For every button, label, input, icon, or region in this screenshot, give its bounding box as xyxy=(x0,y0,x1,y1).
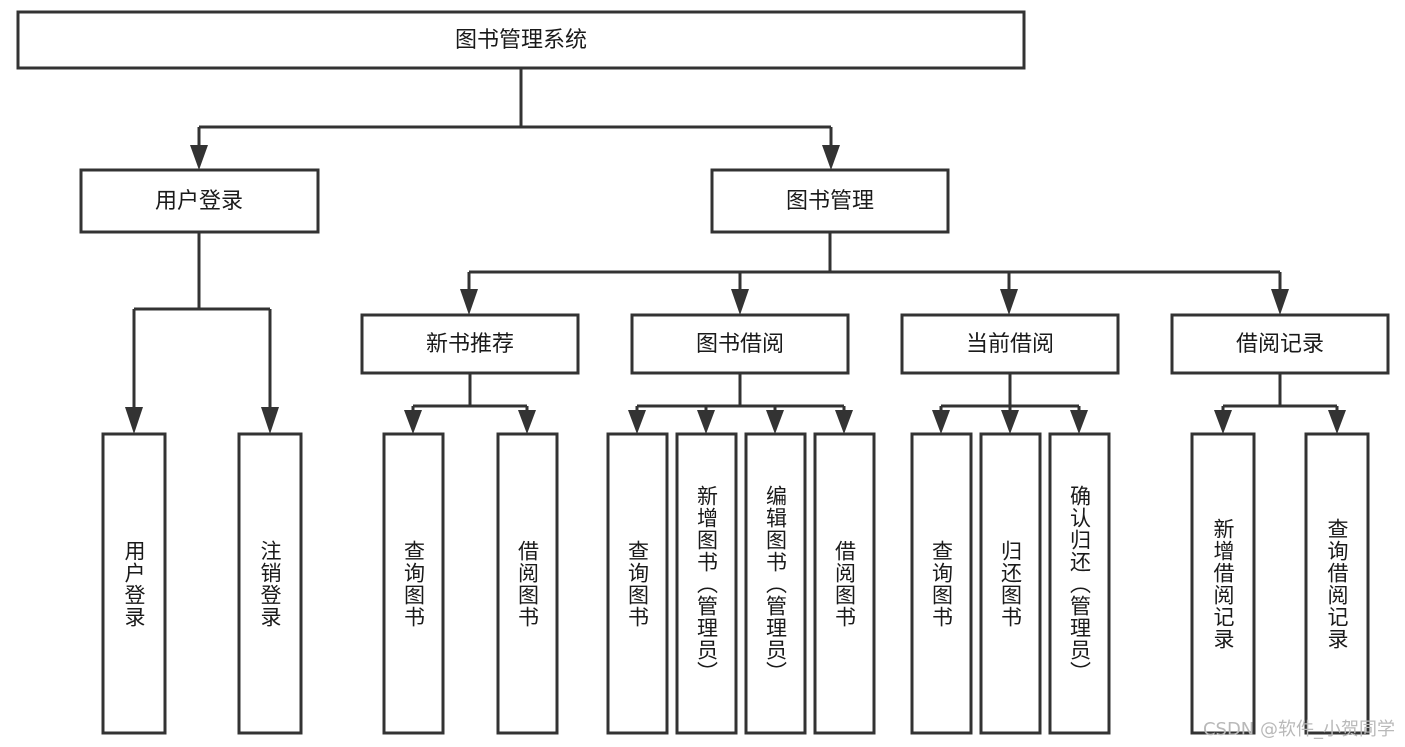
leaf-box-book-borrow-2[interactable] xyxy=(744,432,807,735)
connector-borrow-record-to-leaves xyxy=(1214,373,1346,434)
arrow-head-icon xyxy=(1214,410,1232,434)
watermark-text: CSDN @软件_小贺同学 xyxy=(1202,719,1395,740)
arrow-head-icon xyxy=(628,410,646,434)
arrow-head-icon xyxy=(1271,289,1289,315)
leaf-box-user-login-1[interactable] xyxy=(237,432,303,735)
leaf-box-book-borrow-1[interactable] xyxy=(675,432,738,735)
arrow-head-icon xyxy=(932,410,950,434)
node-root-box xyxy=(16,10,1026,70)
node-user-login[interactable]: 用户登录 xyxy=(79,168,320,234)
node-new-book-recommend-label: 新书推荐 xyxy=(426,332,514,357)
leaf-box-new-book-0[interactable] xyxy=(382,432,445,735)
leaf-box-book-borrow-3[interactable] xyxy=(813,432,876,735)
leaf-box-borrow-record-0[interactable] xyxy=(1190,432,1256,735)
connector-book-borrow-to-leaves xyxy=(628,373,853,434)
connector-root-to-level2 xyxy=(190,68,840,170)
node-borrow-record[interactable]: 借阅记录 xyxy=(1170,313,1390,375)
node-current-borrow[interactable]: 当前借阅 xyxy=(900,313,1120,375)
arrow-head-icon xyxy=(518,410,536,434)
arrow-head-icon xyxy=(835,410,853,434)
connector-book-management-to-level3 xyxy=(460,232,1289,315)
arrow-head-icon xyxy=(404,410,422,434)
node-root[interactable]: 图书管理系统 xyxy=(16,10,1026,70)
node-user-login-box xyxy=(79,168,320,234)
node-current-borrow-box xyxy=(900,313,1120,375)
connector-current-borrow-to-leaves xyxy=(932,373,1088,434)
arrow-head-icon xyxy=(731,289,749,315)
arrow-head-icon xyxy=(190,145,208,170)
arrow-head-icon xyxy=(125,407,143,434)
arrow-head-icon xyxy=(460,289,478,315)
arrow-head-icon xyxy=(1070,410,1088,434)
node-book-borrow-label: 图书借阅 xyxy=(696,332,784,357)
arrow-head-icon xyxy=(1001,410,1019,434)
arrow-head-icon xyxy=(822,145,840,170)
arrow-head-icon xyxy=(766,410,784,434)
connector-user-login-to-leaves xyxy=(125,232,279,434)
leaf-box-new-book-1[interactable] xyxy=(496,432,559,735)
leaf-box-current-borrow-0[interactable] xyxy=(910,432,973,735)
arrow-head-icon xyxy=(261,407,279,434)
arrow-head-icon xyxy=(1000,289,1018,315)
leaf-box-current-borrow-1[interactable] xyxy=(979,432,1042,735)
node-book-management-label: 图书管理 xyxy=(786,189,874,214)
node-new-book-recommend-box xyxy=(360,313,580,375)
node-book-management[interactable]: 图书管理 xyxy=(710,168,950,234)
connector-new-book-recommend-to-leaves xyxy=(404,373,536,434)
node-user-login-label: 用户登录 xyxy=(155,189,243,214)
node-borrow-record-label: 借阅记录 xyxy=(1236,332,1324,357)
node-root-label: 图书管理系统 xyxy=(455,28,587,53)
node-new-book-recommend[interactable]: 新书推荐 xyxy=(360,313,580,375)
arrow-head-icon xyxy=(1328,410,1346,434)
leaf-box-current-borrow-2[interactable] xyxy=(1048,432,1111,735)
leaf-box-book-borrow-0[interactable] xyxy=(606,432,669,735)
node-book-borrow[interactable]: 图书借阅 xyxy=(630,313,850,375)
leaf-box-borrow-record-1[interactable] xyxy=(1304,432,1370,735)
node-current-borrow-label: 当前借阅 xyxy=(966,332,1054,357)
arrow-head-icon xyxy=(697,410,715,434)
leaf-box-user-login-0[interactable] xyxy=(101,432,167,735)
